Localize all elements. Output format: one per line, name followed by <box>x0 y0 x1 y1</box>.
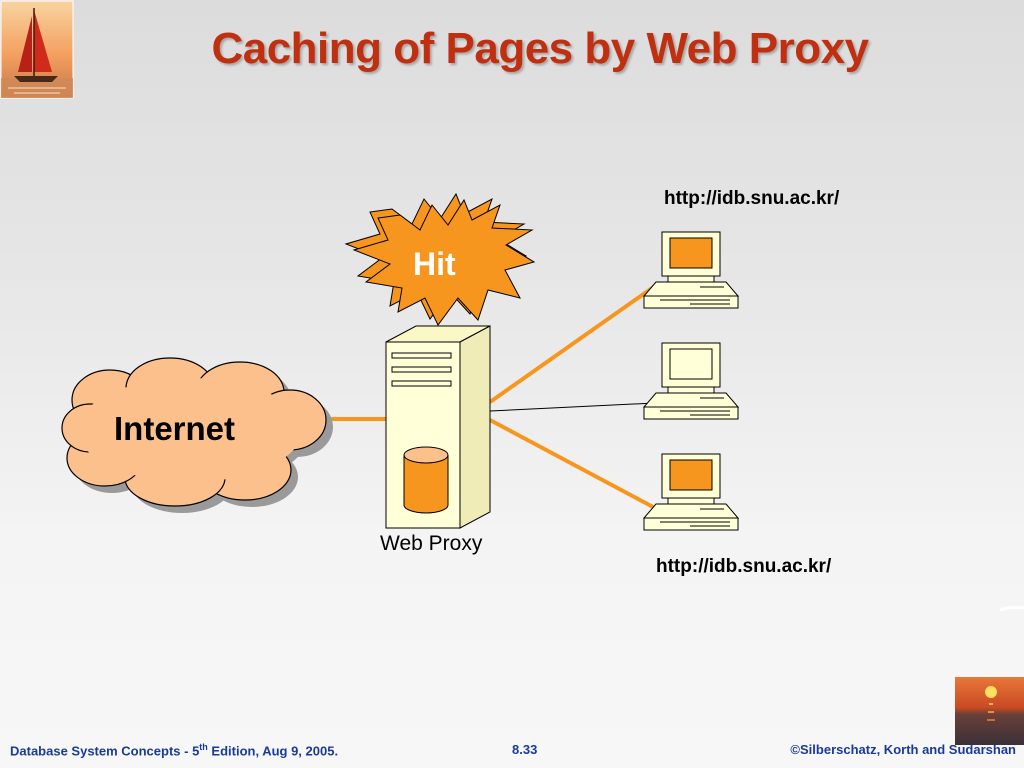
sunset-logo-icon <box>955 677 1024 745</box>
internet-label: Internet <box>114 410 236 447</box>
slide-title: Caching of Pages by Web Proxy <box>211 24 869 73</box>
footer-copyright: ©Silberschatz, Korth and Sudarshan <box>790 742 1016 757</box>
footer-book-prefix: Database System Concepts - 5 <box>10 743 200 759</box>
footer-page-number: 8.33 <box>512 742 538 757</box>
computer-icon-bottom <box>642 453 740 531</box>
footer-book-suffix: Edition, Aug 9, 2005. <box>207 743 339 759</box>
proxy-computer-middle-link <box>489 402 656 412</box>
url-label-bottom: http://idb.snu.ac.kr/ <box>656 556 832 577</box>
cloud-icon <box>61 357 333 513</box>
database-cylinder-icon <box>403 446 449 514</box>
url-label-top: http://idb.snu.ac.kr/ <box>664 188 840 209</box>
starburst-icon <box>344 192 536 326</box>
proxy-computer-bottom-link <box>489 418 656 510</box>
footer-book-info: Database System Concepts - 5th Edition, … <box>10 742 338 758</box>
hit-label: Hit <box>413 246 456 282</box>
footer-book-sup: th <box>199 742 208 752</box>
sailboat-logo-icon <box>0 0 74 99</box>
decorative-swoosh <box>999 605 1024 612</box>
server-icon <box>385 325 491 529</box>
connection-lines <box>328 284 657 510</box>
computer-icon-middle <box>642 342 740 420</box>
computer-icon-top <box>642 231 740 309</box>
web-proxy-label: Web Proxy <box>380 532 483 555</box>
proxy-computer-top-link <box>488 284 657 404</box>
